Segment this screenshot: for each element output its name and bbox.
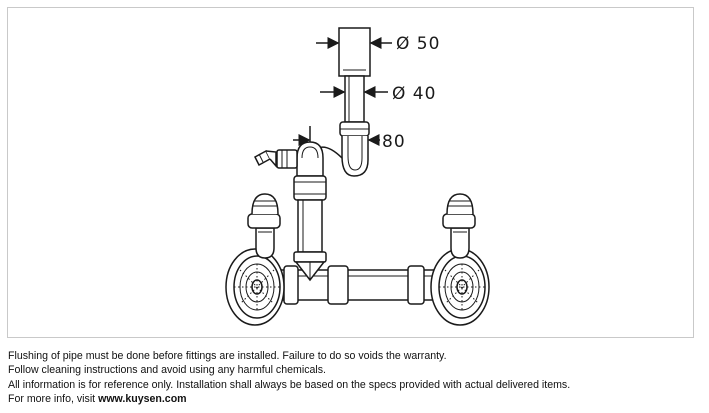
dimension-label-40: Ø 40	[392, 84, 436, 104]
right-overflow	[442, 193, 476, 259]
dimension-offset-80: 80	[293, 126, 406, 152]
note-reference: All information is for reference only. I…	[8, 378, 571, 391]
dimension-label-80: 80	[382, 132, 406, 152]
tee-fitting	[296, 141, 324, 177]
installation-notes: Flushing of pipe must be done before fit…	[8, 349, 698, 406]
dimension-label-50: Ø 50	[396, 34, 440, 54]
note-flushing: Flushing of pipe must be done before fit…	[8, 350, 447, 362]
horizontal-waste-pipe	[269, 261, 439, 305]
upper-pipe-50	[338, 27, 371, 77]
drawing-frame: Ø 50 Ø 40 80	[7, 7, 694, 338]
trap-bend	[317, 136, 369, 177]
website-link[interactable]: www.kuysen.com	[98, 392, 187, 405]
note-more-info: For more info, visit www.kuysen.com	[8, 392, 698, 406]
note-cleaning: Follow cleaning instructions and avoid u…	[8, 364, 326, 377]
pipe-40	[344, 75, 365, 123]
side-inlet-elbow	[254, 149, 298, 169]
dimension-diameter-50: Ø 50	[316, 34, 440, 54]
slip-nut	[339, 121, 370, 137]
right-strainer	[430, 248, 490, 326]
left-overflow	[247, 193, 281, 259]
vertical-drain-pipe	[293, 175, 327, 263]
pipe-assembly-drawing: Ø 50 Ø 40 80	[225, 27, 490, 326]
left-strainer	[225, 248, 285, 326]
more-info-prefix: For more info, visit	[8, 392, 99, 405]
dimension-diameter-40: Ø 40	[320, 84, 436, 104]
